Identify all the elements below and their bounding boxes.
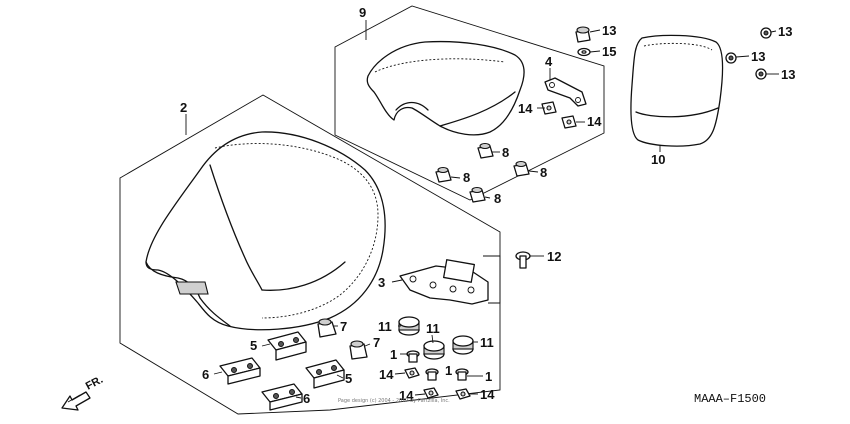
callout-13a: 13 (602, 23, 616, 38)
cap-nut-part-13b[interactable] (760, 27, 772, 39)
nut-part-14c[interactable] (455, 388, 471, 400)
callout-14b: 14 (399, 388, 414, 403)
callout-8b: 8 (463, 170, 470, 185)
rider-seat-part[interactable] (145, 131, 386, 331)
callout-11b: 11 (426, 321, 440, 336)
callout-14d: 14 (518, 101, 533, 116)
callout-11c: 11 (480, 335, 494, 350)
callout-2: 2 (180, 100, 187, 115)
nut-part-8a[interactable] (477, 142, 494, 159)
callout-9: 9 (359, 5, 366, 20)
bolt-part-12[interactable] (515, 251, 531, 269)
watermark-text: Page design (c) 2004 - 2017 by Partzilla… (338, 398, 450, 404)
seat-bracket-part[interactable] (399, 255, 501, 305)
callout-14a: 14 (379, 367, 394, 382)
callout-4: 4 (545, 54, 553, 69)
passenger-seat-part[interactable] (366, 40, 525, 136)
nut-part-8b[interactable] (435, 166, 452, 183)
cap-nut-part-13c[interactable] (725, 52, 737, 64)
leader-lines (185, 20, 779, 399)
grommet-part-11b[interactable] (423, 340, 445, 360)
cap-nut-part-13d[interactable] (755, 68, 767, 80)
nut-part-8c[interactable] (513, 160, 530, 177)
callout-15: 15 (602, 44, 616, 59)
callout-13d: 13 (781, 67, 795, 82)
cap-nut-part-13a[interactable] (575, 26, 591, 43)
spacer-part-5b[interactable] (305, 359, 345, 389)
callout-labels: 2 9 4 13 15 14 14 8 8 8 8 10 13 13 13 12… (180, 5, 795, 406)
grommet-part-11a[interactable] (398, 316, 420, 336)
nut-part-14d[interactable] (541, 101, 557, 115)
front-direction-arrow: FR. (61, 374, 105, 411)
plate-part-6a[interactable] (219, 357, 261, 385)
callout-14c: 14 (480, 387, 495, 402)
collar-part-1a[interactable] (406, 350, 420, 363)
grommet-part-11c[interactable] (452, 335, 474, 355)
passenger-seat-group-frame (334, 5, 605, 201)
nut-part-14a[interactable] (404, 367, 420, 379)
nut-part-14e[interactable] (561, 115, 577, 129)
callout-3: 3 (378, 275, 385, 290)
callout-11a: 11 (378, 319, 392, 334)
callout-6b: 6 (303, 391, 310, 406)
callout-7b: 7 (373, 335, 380, 350)
cushion-part-7b[interactable] (349, 340, 368, 360)
callout-1a: 1 (390, 347, 397, 362)
passenger-bracket-part[interactable] (544, 77, 587, 107)
callout-5a: 5 (250, 338, 257, 353)
callout-1c: 1 (485, 369, 492, 384)
nut-part-8d[interactable] (469, 186, 486, 203)
callout-7a: 7 (340, 319, 347, 334)
callout-8c: 8 (540, 165, 547, 180)
callout-13b: 13 (778, 24, 792, 39)
callout-14e: 14 (587, 114, 602, 129)
collar-part-1b[interactable] (425, 368, 439, 381)
callout-10: 10 (651, 152, 665, 167)
callout-8d: 8 (494, 191, 501, 206)
collar-part-1c[interactable] (455, 368, 469, 381)
callout-12: 12 (547, 249, 561, 264)
cushion-part-7a[interactable] (317, 318, 337, 338)
front-label: FR. (84, 374, 105, 393)
callout-8a: 8 (502, 145, 509, 160)
spacer-part-5a[interactable] (267, 331, 307, 361)
callout-13c: 13 (751, 49, 765, 64)
callout-6a: 6 (202, 367, 209, 382)
nut-part-14b[interactable] (423, 387, 439, 399)
plate-part-6b[interactable] (261, 383, 303, 411)
callout-5b: 5 (345, 371, 352, 386)
main-seat-group-frame (119, 94, 501, 415)
washer-part-15[interactable] (577, 47, 591, 57)
backrest-pad-part[interactable] (630, 34, 724, 147)
diagram-code: MAAA–F1500 (694, 392, 766, 406)
callout-1b: 1 (445, 363, 452, 378)
